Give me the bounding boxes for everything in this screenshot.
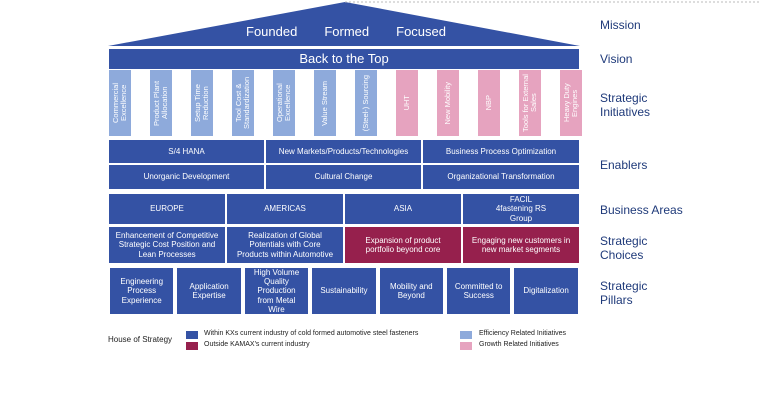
strategic-choice: Expansion of product portfolio beyond co… <box>344 226 462 264</box>
enabler: Cultural Change <box>265 164 422 190</box>
legend-growth: Growth Related Initiatives <box>479 341 559 348</box>
initiative-label: Value Stream <box>320 80 330 126</box>
enabler: Organizational Transformation <box>422 164 580 190</box>
roof <box>108 1 760 46</box>
initiative-label: Heavy Duty Engines <box>562 83 579 123</box>
strategic-pillar: Sustainability <box>310 266 378 316</box>
business-area: EUROPE <box>108 193 226 225</box>
legend-within: Within KXs current industry of cold form… <box>204 330 419 337</box>
initiative: Heavy Duty Engines <box>560 70 582 136</box>
enabler: New Markets/Products/Technologies <box>265 139 422 164</box>
enabler: S/4 HANA <box>108 139 265 164</box>
business-area: AMERICAS <box>226 193 344 225</box>
initiative-label: Commercial Excellence <box>111 83 128 124</box>
initiative: Commercial Excellence <box>109 70 131 136</box>
strategic-pillar: Digitalization <box>512 266 580 316</box>
label-initiatives: Strategic Initiatives <box>600 91 651 120</box>
initiative: Setup Time Reduction <box>191 70 213 136</box>
initiative-label: New Mobility <box>443 81 453 125</box>
initiative: UHT <box>396 70 418 136</box>
legend-title: House of Strategy <box>108 335 173 344</box>
label-choices: Strategic Choices <box>600 234 648 263</box>
legend-swatch-efficiency <box>460 331 472 339</box>
strategic-pillar: Mobility and Beyond <box>377 266 445 316</box>
strategic-pillar: Application Expertise <box>175 266 243 316</box>
enabler: Business Process Optimization <box>422 139 580 164</box>
strategic-pillar: High Volume Quality Production from Meta… <box>242 266 311 316</box>
legend-outside: Outside KAMAX's current industry <box>204 341 310 348</box>
strategic-pillar: Engineering Process Experience <box>108 266 176 316</box>
label-pillars: Strategic Pillars <box>600 279 648 308</box>
initiative-label: Tool Cost & Standardization <box>234 76 251 130</box>
initiative: New Mobility <box>437 70 459 136</box>
initiative-label: UHT <box>402 95 412 111</box>
initiative: Operational Excellence <box>273 70 295 136</box>
initiative-label: Operational Excellence <box>275 83 292 123</box>
initiative-label: Setup Time Reduction <box>193 84 210 122</box>
strategic-pillar: Committed to Success <box>445 266 513 316</box>
vision-bar: Back to the Top <box>108 48 580 70</box>
roof-word: Formed <box>324 24 370 39</box>
initiative-label: Product Plant Allocation <box>152 80 169 126</box>
legend-swatch-growth <box>460 342 472 350</box>
strategic-choice: Realization of Global Potentials with Co… <box>226 226 344 264</box>
business-area: FACIL 4fastening RS Group <box>462 193 580 225</box>
legend-swatch-outside <box>186 342 198 350</box>
initiative: (Steel-) Sourcing <box>355 70 377 136</box>
strategic-choice: Enhancement of Competitive Strategic Cos… <box>108 226 226 264</box>
initiative: Tool Cost & Standardization <box>232 70 254 136</box>
legend-efficiency: Efficiency Related Initiatives <box>479 330 567 337</box>
initiative-label: Tools for External Sales <box>521 74 538 132</box>
initiative: NBP <box>478 70 500 136</box>
initiative-label: NBP <box>484 95 494 111</box>
label-mission: Mission <box>600 18 641 32</box>
business-area: ASIA <box>344 193 462 225</box>
roof-word: Focused <box>396 24 446 39</box>
initiative: Product Plant Allocation <box>150 70 172 136</box>
initiative: Value Stream <box>314 70 336 136</box>
initiative-label: (Steel-) Sourcing <box>361 74 371 132</box>
label-enablers: Enablers <box>600 158 648 172</box>
enabler: Unorganic Development <box>108 164 265 190</box>
label-vision: Vision <box>600 52 633 66</box>
label-business-areas: Business Areas <box>600 203 683 217</box>
initiative: Tools for External Sales <box>519 70 541 136</box>
roof-words: Founded Formed Focused <box>246 24 446 39</box>
legend-swatch-within <box>186 331 198 339</box>
roof-word: Founded <box>246 24 298 39</box>
strategic-choice: Engaging new customers in new market seg… <box>462 226 580 264</box>
